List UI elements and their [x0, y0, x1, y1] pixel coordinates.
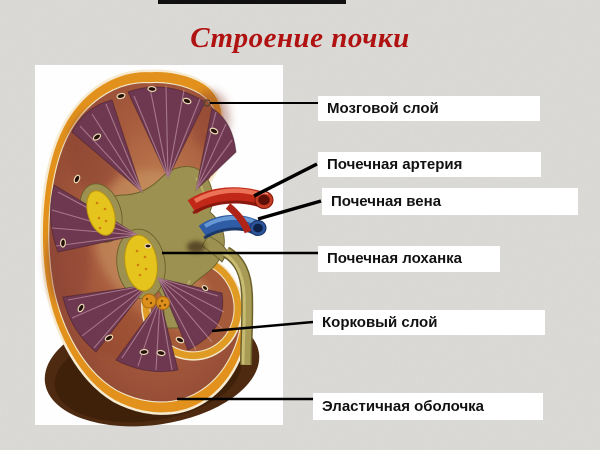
- label-cortical-layer: Корковый слой: [313, 310, 545, 335]
- label-renal-artery: Почечная артерия: [318, 152, 541, 177]
- label-medullary-layer: Мозговой слой: [318, 96, 540, 121]
- label-elastic-capsule: Эластичная оболочка: [313, 393, 543, 420]
- pelvis-smudge: [187, 241, 205, 253]
- top-divider-line: [158, 0, 346, 4]
- callout-line-cortical-layer: [211, 320, 314, 333]
- callout-lines: [162, 99, 322, 401]
- renal-vein-shape: [198, 215, 267, 240]
- fat-deposits: [86, 190, 170, 310]
- label-renal-vein: Почечная вена: [322, 188, 578, 215]
- ureter-shape: [222, 246, 254, 366]
- label-renal-pelvis: Почечная лоханка: [318, 246, 500, 272]
- renal-artery-shape: [187, 187, 274, 234]
- callout-line-renal-vein: [257, 199, 322, 221]
- callout-line-renal-artery: [253, 162, 318, 198]
- cortex-spots: [59, 85, 219, 357]
- slide-title: Строение почки: [190, 22, 410, 54]
